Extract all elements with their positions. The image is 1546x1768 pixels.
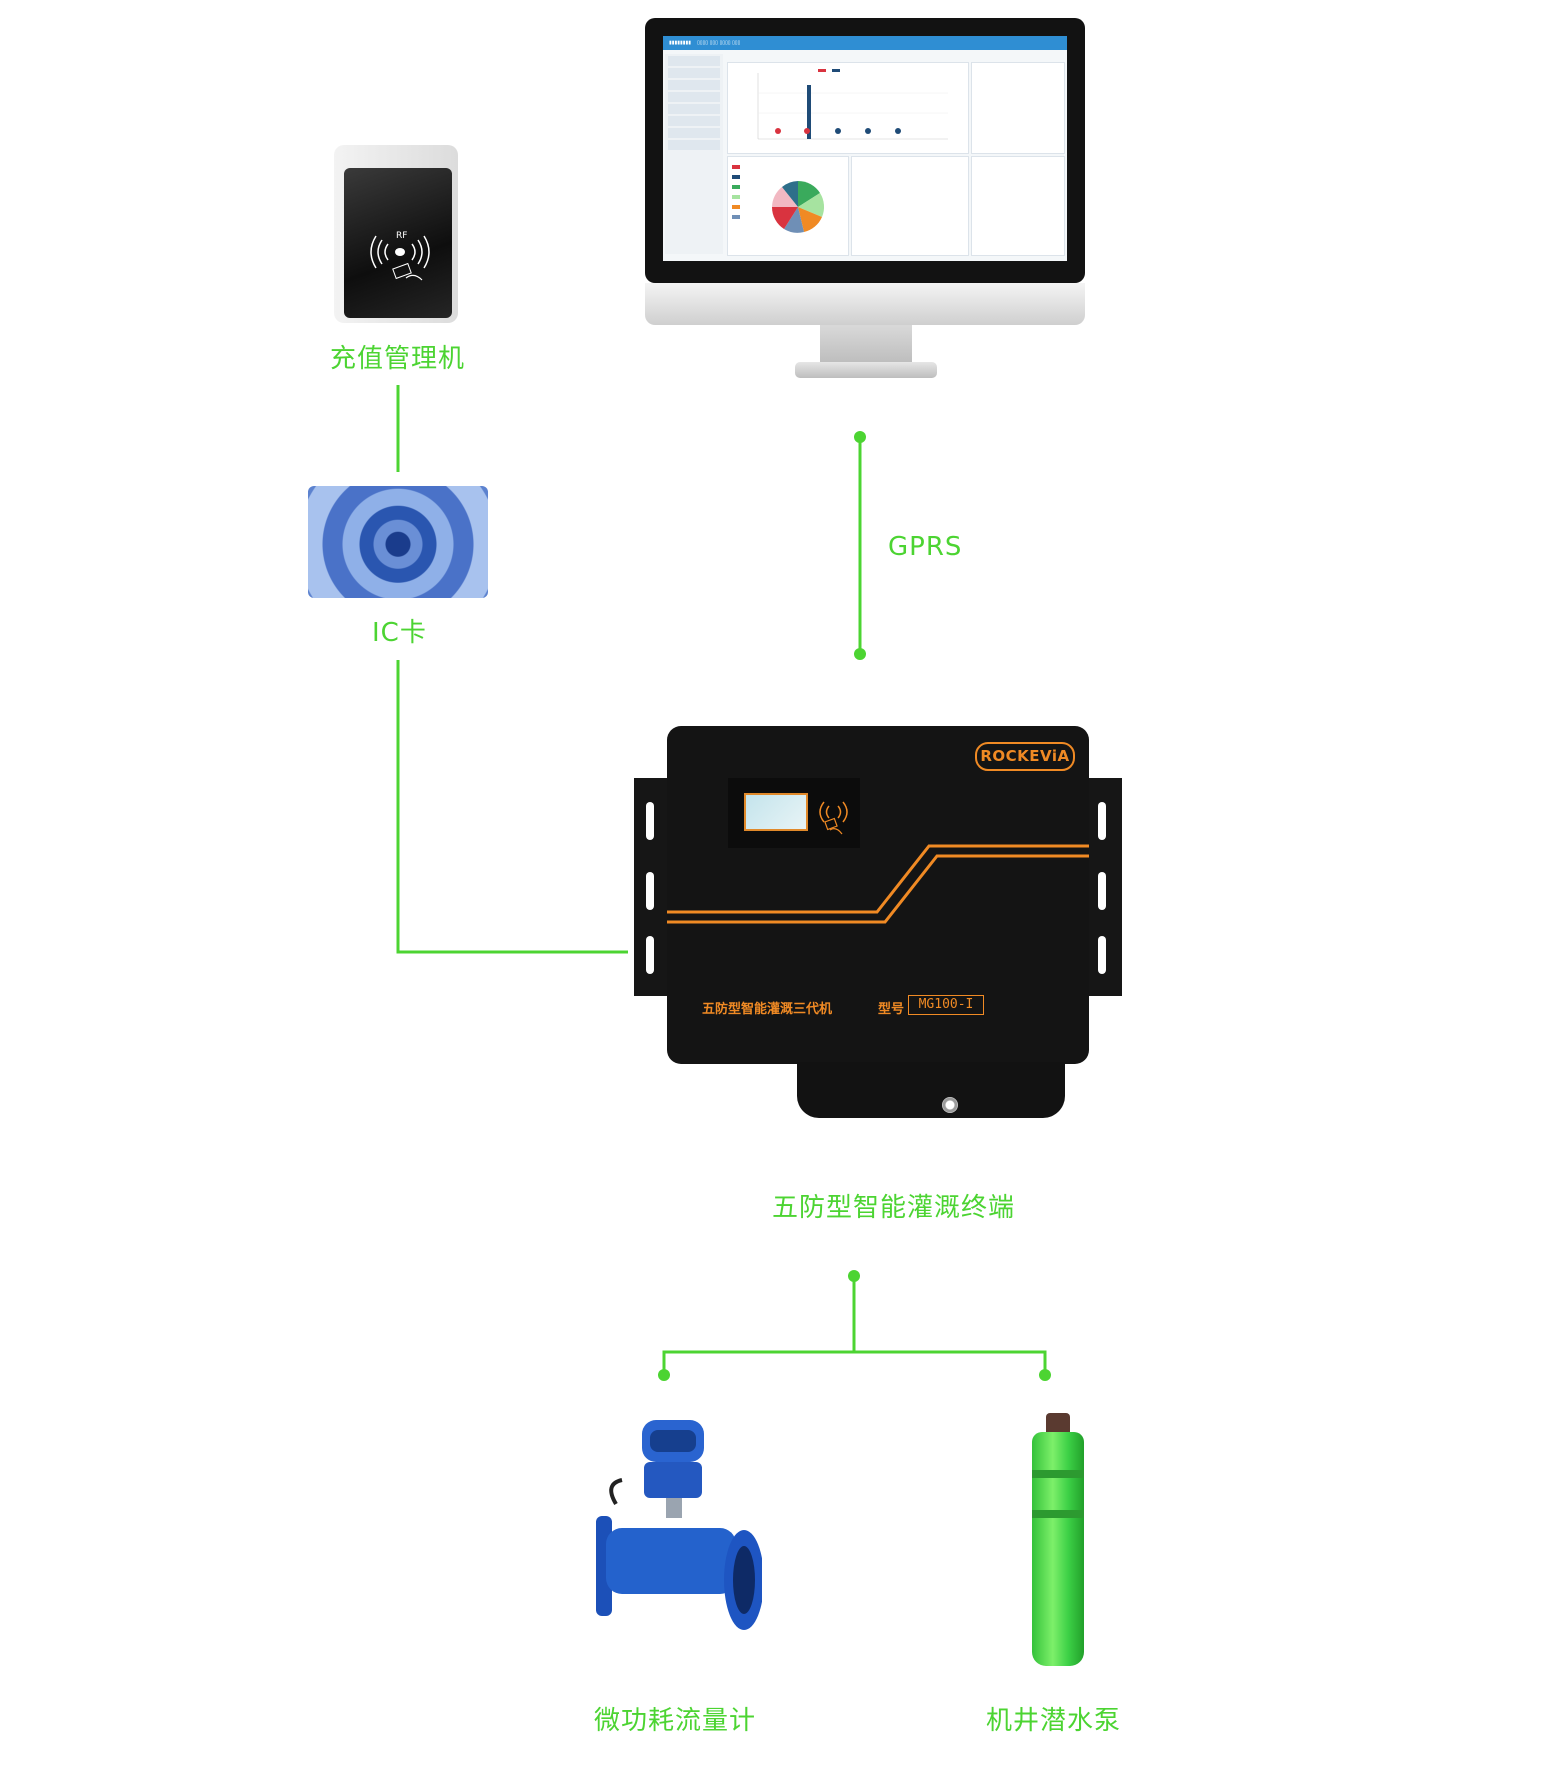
flow-meter [596,1420,762,1630]
table-panel-2 [971,156,1065,256]
terminal-bottom-cover [797,1062,1065,1118]
table-panel-1 [851,156,969,256]
gprs-bottom-dot [854,648,866,660]
pump-branch-dot [1039,1369,1051,1381]
monitor-screen: ▮▮▮▮▮▮▮▮▯▯▯▯ ▯▯▯ ▯▯▯▯ ▯▯▯ [663,36,1067,261]
monitor-chin [645,283,1085,325]
mount-slot [1098,936,1106,974]
recharge-machine-face: RF [344,168,452,318]
meter-branch-dot [658,1369,670,1381]
pump-label: 机井潜水泵 [986,1706,1122,1736]
lcd-screen [744,793,808,831]
pie-chart-panel [727,156,849,256]
monitor-base [795,362,937,378]
gprs-top-dot [854,431,866,443]
ic-card [308,486,488,598]
model-prefix: 型号 [878,1002,905,1017]
app-sidebar [665,54,723,254]
cover-screw [942,1097,958,1113]
bar-chart-panel [727,62,969,154]
monitor-stand [820,325,912,365]
nfc-icon [819,801,848,835]
pump-band [1032,1510,1084,1518]
card-to-terminal-line [396,660,628,954]
recharge-machine-label: 充值管理机 [330,344,466,374]
device-name: 五防型智能灌溉三代机 [702,1002,833,1017]
mount-slot [646,802,654,840]
brand-logo: ROCKEViA [975,742,1075,771]
mount-slot [1098,802,1106,840]
rf-text: RF [396,231,407,241]
model-number: MG100-I [908,995,984,1015]
gprs-label: GPRS [888,532,963,562]
orange-stripes [667,844,1089,924]
submersible-pump [1032,1432,1084,1666]
mount-slot [1098,872,1106,910]
pump-cap [1046,1413,1070,1433]
flow-meter-label: 微功耗流量计 [594,1706,757,1736]
ic-card-label: IC卡 [372,618,427,648]
app-topbar: ▮▮▮▮▮▮▮▮▯▯▯▯ ▯▯▯ ▯▯▯▯ ▯▯▯ [663,36,1067,50]
branch-line [662,1350,1047,1373]
mount-slot [646,936,654,974]
contactless-icon: RF [370,231,430,281]
pump-band [1032,1470,1084,1478]
terminal-label: 五防型智能灌溉终端 [772,1193,1016,1223]
weather-panel [971,62,1065,154]
mount-slot [646,872,654,910]
trunk-dot [848,1270,860,1282]
